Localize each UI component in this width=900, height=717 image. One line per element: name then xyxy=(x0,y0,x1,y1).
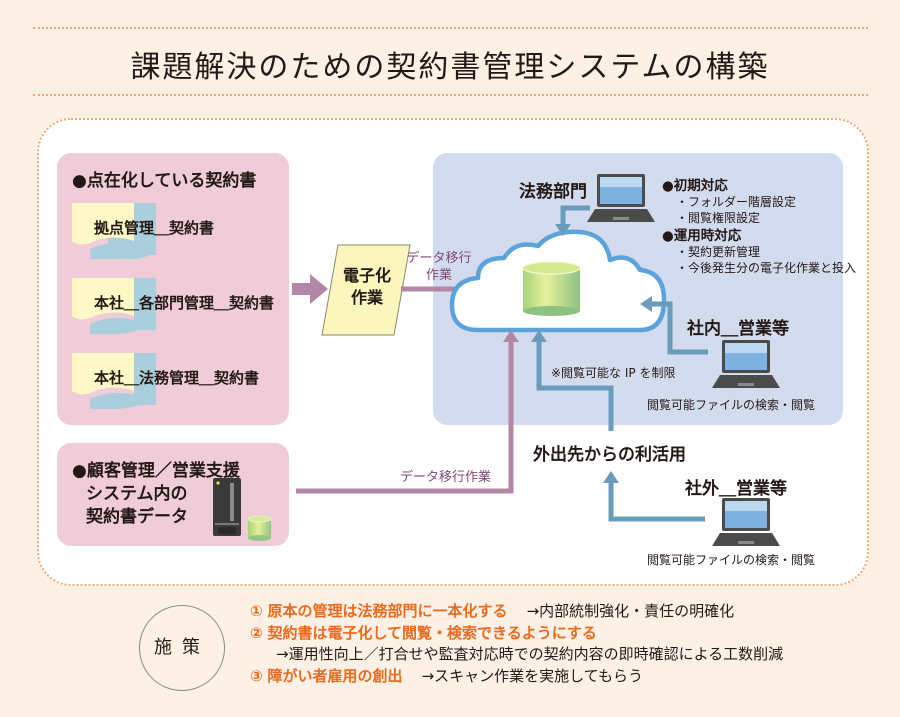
measure-main: 障がい者雇用の創出 xyxy=(267,666,403,685)
big-arrow-right-icon xyxy=(292,274,328,304)
document-shape-icon xyxy=(72,353,156,409)
ip-restriction-note: ※閲覧可能な IP を制限 xyxy=(551,366,676,380)
legal-dept-label: 法務部門 xyxy=(519,182,587,202)
title-rule-bottom xyxy=(33,94,868,96)
migration-arrow-bottom xyxy=(296,340,514,494)
measure-item: ① 原本の管理は法務部門に一本化する →内部統制強化・責任の明確化 xyxy=(250,601,783,623)
crm-heading-line1: ●顧客管理／営業支援 xyxy=(72,461,240,481)
database-icon xyxy=(522,261,581,316)
internal-sales-label: 社内＿営業等 xyxy=(687,319,789,339)
page-title: 課題解決のための契約書管理システムの構築 xyxy=(130,50,770,85)
document-card: 本社＿各部門管理＿契約書 xyxy=(72,278,275,338)
document-card: 本社＿法務管理＿契約書 xyxy=(72,353,272,413)
document-label: 拠点管理＿契約書 xyxy=(94,219,215,237)
measure-effect: →運用性向上／打合せや監査対応時での契約内容の即時確認による工数削減 xyxy=(276,645,784,663)
ops-heading: ●運用時対応 xyxy=(662,228,742,244)
internal-to-cloud-arrow xyxy=(650,301,708,355)
digitize-step: 電子化 作業 xyxy=(317,245,417,335)
measure-number: ③ xyxy=(250,666,263,685)
measures-list: ① 原本の管理は法務部門に一本化する →内部統制強化・責任の明確化 ② 契約書は… xyxy=(250,601,783,687)
migration-label-top-line2: 作業 xyxy=(425,268,452,283)
measure-effect: →内部統制強化・責任の明確化 xyxy=(526,602,735,620)
outside-to-cloud-arrow xyxy=(536,340,614,431)
document-label: 本社＿法務管理＿契約書 xyxy=(94,369,260,387)
measure-number: ① xyxy=(250,602,263,620)
digitize-line2: 作業 xyxy=(350,288,383,307)
database-small-icon xyxy=(247,515,272,541)
internal-caption: 閲覧可能ファイルの検索・閲覧 xyxy=(647,398,816,412)
legal-tasks: ●初期対応 ・フォルダー階層設定 ・閲覧権限設定 ●運用時対応 ・契約更新管理 … xyxy=(662,178,856,276)
crm-heading-line2: システム内の xyxy=(86,484,188,504)
migration-label-bottom: データ移行作業 xyxy=(400,470,492,485)
digitize-parallelogram xyxy=(321,244,411,336)
measures-badge: 施策 xyxy=(139,605,225,691)
external-use-label: 外出先からの利活用 xyxy=(533,445,686,465)
document-shape-icon xyxy=(72,203,156,260)
document-label: 本社＿各部門管理＿契約書 xyxy=(94,294,275,312)
external-sales-label: 社外＿営業等 xyxy=(685,479,787,499)
initial-heading: ●初期対応 xyxy=(662,178,728,194)
laptop-icon xyxy=(712,340,780,388)
measure-item: ③ 障がい者雇用の創出 →スキャン作業を実施してもらう xyxy=(250,666,783,688)
laptop-icon xyxy=(587,174,655,222)
legal-to-cloud-arrow xyxy=(560,205,590,226)
title-rule-top xyxy=(33,27,868,29)
initial-item: ・フォルダー階層設定 xyxy=(676,195,797,209)
migration-label-top: データ移行 作業 xyxy=(404,250,474,284)
measure-main: 原本の管理は法務部門に一本化する xyxy=(267,602,508,620)
ops-item: ・今後発生分の電子化作業と投入 xyxy=(676,261,857,275)
scattered-contracts-heading: ●点在化している契約書 xyxy=(72,171,257,191)
ops-item: ・契約更新管理 xyxy=(676,245,761,259)
document-card: 拠点管理＿契約書 xyxy=(72,203,272,263)
digitize-line1: 電子化 xyxy=(342,266,391,285)
document-shape-icon xyxy=(72,278,156,334)
measure-item: ② 契約書は電子化して閲覧・検索できるようにする xyxy=(250,623,783,645)
measure-effect: →スキャン作業を実施してもらう xyxy=(421,666,643,685)
crm-heading-line3: 契約書データ xyxy=(86,507,188,527)
migration-label-top-line1: データ移行 xyxy=(406,251,472,266)
initial-item: ・閲覧権限設定 xyxy=(676,211,761,225)
laptop-icon xyxy=(712,498,780,546)
measure-number: ② xyxy=(250,623,263,642)
measure-effect-line: →運用性向上／打合せや監査対応時での契約内容の即時確認による工数削減 xyxy=(250,644,783,666)
external-caption: 閲覧可能ファイルの検索・閲覧 xyxy=(647,553,816,567)
measure-main: 契約書は電子化して閲覧・検索できるようにする xyxy=(267,623,597,642)
external-to-cloud-arrow xyxy=(608,481,705,522)
server-icon xyxy=(213,478,241,536)
